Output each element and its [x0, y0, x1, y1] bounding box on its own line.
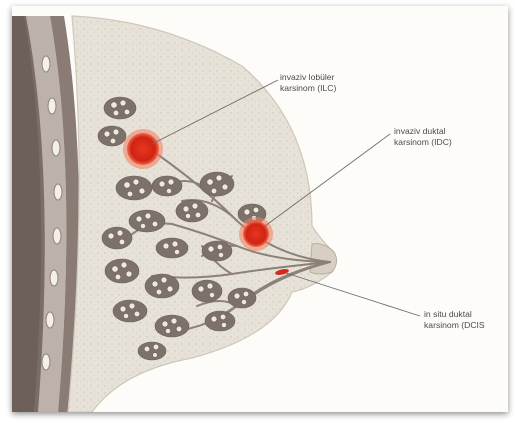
lobule: [228, 288, 256, 308]
lobule: [200, 172, 234, 196]
lobule: [176, 200, 208, 222]
lobule: [202, 241, 232, 261]
tumor-idc: [239, 217, 273, 251]
label-dcis-line2: karsinom (DCIS: [424, 320, 485, 331]
lobule: [155, 315, 189, 337]
lobule: [98, 126, 126, 146]
label-ilc-line1: invaziv lobüler: [280, 72, 336, 83]
lobule: [105, 259, 139, 283]
lobule: [138, 342, 166, 360]
lobule: [113, 300, 147, 322]
lobule: [205, 311, 235, 331]
lobule: [116, 176, 152, 200]
lobule: [104, 97, 136, 119]
label-idc: invaziv duktal karsinom (IDC): [394, 126, 452, 147]
label-dcis-line1: in situ duktal: [424, 309, 485, 320]
breast-anatomy-illustration: [12, 6, 508, 412]
lobule: [129, 210, 165, 232]
label-idc-line2: karsinom (IDC): [394, 137, 452, 148]
diagram-frame: invaziv lobüler karsinom (ILC) invaziv d…: [12, 6, 508, 412]
lobule: [152, 176, 182, 196]
label-dcis: in situ duktal karsinom (DCIS: [424, 309, 485, 330]
leader-line-dcis: [286, 273, 420, 316]
lobule: [156, 238, 188, 258]
label-ilc: invaziv lobüler karsinom (ILC): [280, 72, 336, 93]
tumor-ilc: [123, 129, 163, 169]
label-idc-line1: invaziv duktal: [394, 126, 452, 137]
chest-wall: [12, 16, 79, 412]
lobule: [192, 280, 222, 302]
label-ilc-line2: karsinom (ILC): [280, 83, 336, 94]
lobule: [145, 274, 179, 298]
lobule: [102, 227, 132, 249]
